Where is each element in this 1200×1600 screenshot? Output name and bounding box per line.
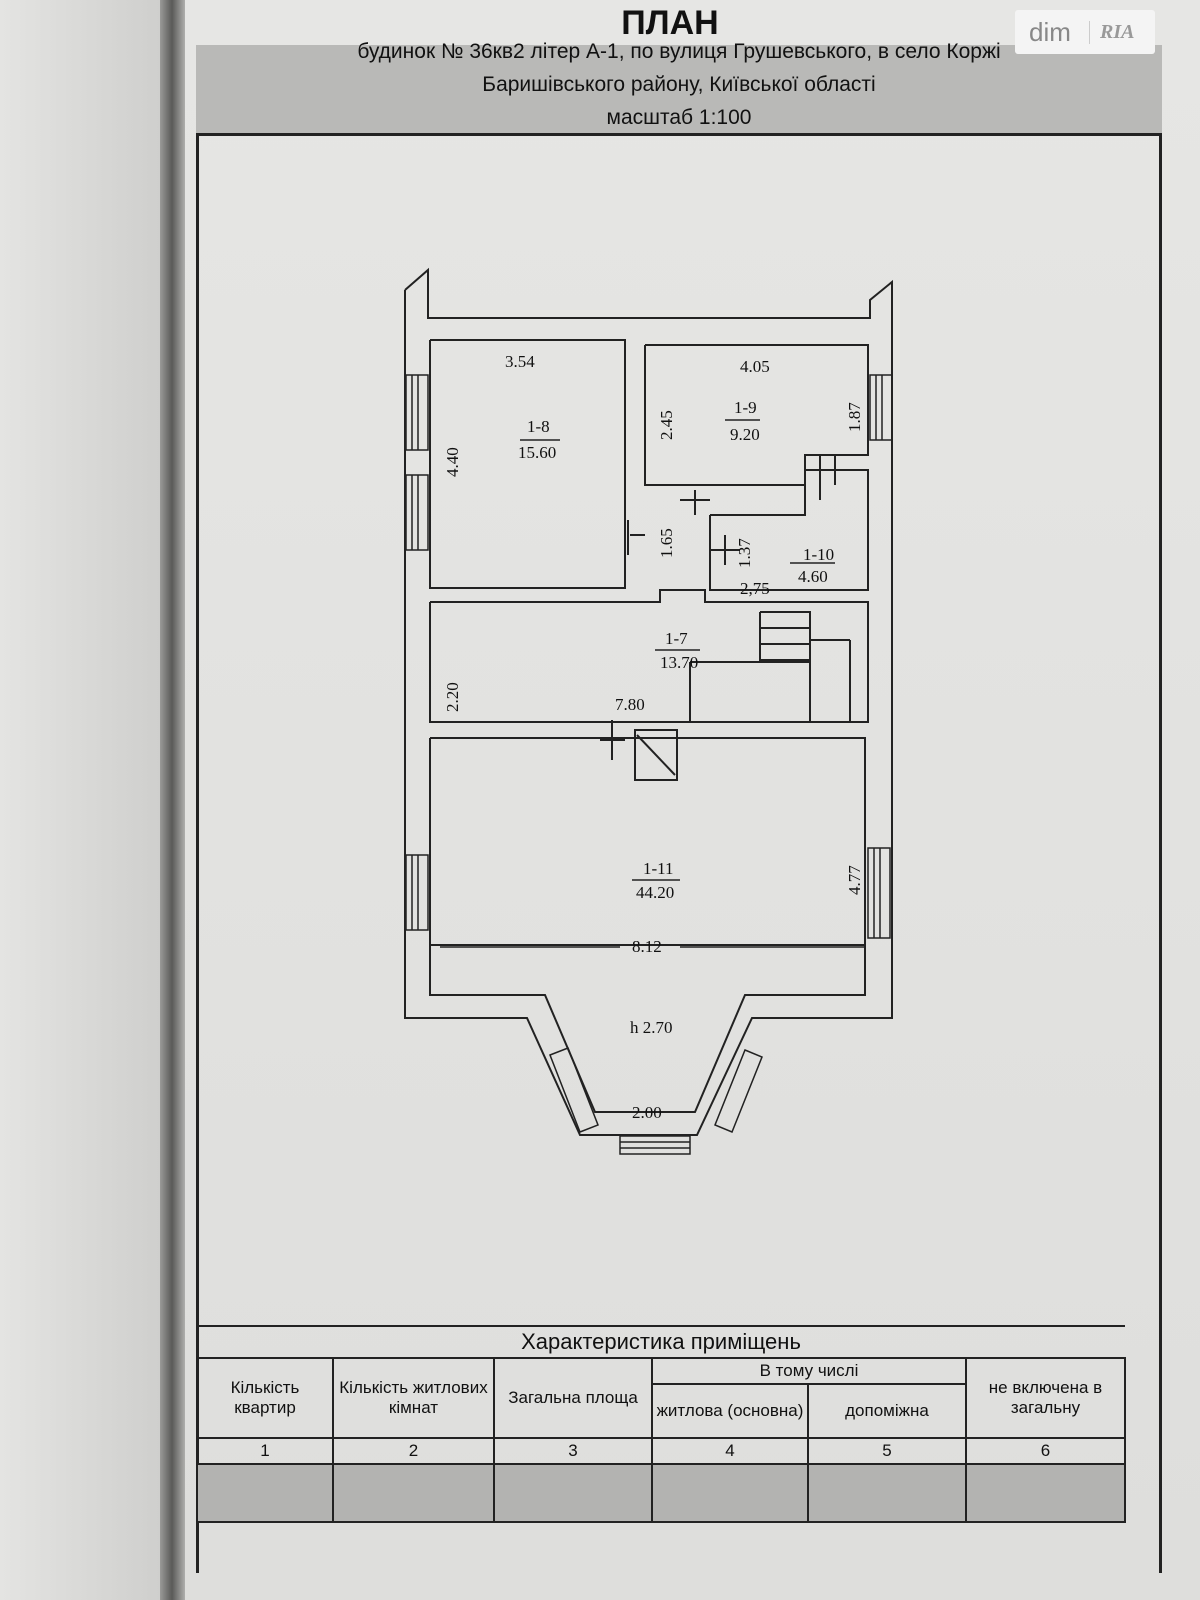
- dimension-lines: [440, 419, 865, 948]
- dim-2-75: 2,75: [740, 579, 770, 598]
- col-number: 2: [332, 1437, 495, 1465]
- windows: [405, 374, 893, 1155]
- col-number: 1: [196, 1437, 334, 1465]
- dimria-logo: dim RIA: [1015, 10, 1155, 54]
- header-band: [196, 45, 1162, 136]
- dim-2-20: 2.20: [443, 682, 462, 712]
- dim-1-87: 1.87: [845, 402, 864, 432]
- dim-8-12: 8.12: [632, 937, 662, 956]
- col-number: 4: [651, 1437, 809, 1465]
- walls: [404, 267, 893, 1136]
- value-cell: [332, 1463, 495, 1523]
- value-cell: [651, 1463, 809, 1523]
- col-living: житлова (основна): [651, 1383, 809, 1439]
- col-total-area: Загальна площа: [493, 1357, 653, 1439]
- col-living-rooms: Кількість житлових кімнат: [332, 1357, 495, 1439]
- scale-label: масштаб 1:100: [606, 106, 752, 129]
- dim-1-37: 1.37: [735, 538, 754, 568]
- col-number: 3: [493, 1437, 653, 1465]
- address-line-1: будинок № 36кв2 літер А-1, по вулиця Гру…: [357, 40, 1001, 63]
- ceiling-height: h 2.70: [630, 1018, 673, 1037]
- dim-4-77: 4.77: [845, 865, 864, 895]
- col-group-including: В тому числі: [651, 1357, 967, 1385]
- room-1-10-area: 4.60: [798, 567, 828, 586]
- col-number: 5: [807, 1437, 967, 1465]
- doors: [600, 490, 790, 760]
- col-number: 6: [965, 1437, 1126, 1465]
- logo-dim: dim: [1029, 16, 1071, 47]
- room-1-7-id: 1-7: [665, 629, 688, 648]
- col-auxiliary: допоміжна: [807, 1383, 967, 1439]
- table-title: Характеристика приміщень: [197, 1325, 1125, 1359]
- room-1-9-id: 1-9: [734, 398, 757, 417]
- address-line-2: Баришівського району, Київської області: [482, 73, 876, 96]
- dim-7-80: 7.80: [615, 695, 645, 714]
- room-1-11-area: 44.20: [636, 883, 674, 902]
- dim-4-05: 4.05: [740, 357, 770, 376]
- dim-3-54: 3.54: [505, 352, 535, 371]
- rooms-characteristics-table: Характеристика приміщень Кількість кварт…: [196, 1325, 1126, 1523]
- col-not-included: не включена в загальну: [965, 1357, 1126, 1439]
- dim-1-65: 1.65: [657, 528, 676, 558]
- dim-2-00: 2.00: [632, 1103, 662, 1122]
- col-apartments: Кількість квартир: [196, 1357, 334, 1439]
- value-cell: [493, 1463, 653, 1523]
- room-1-8-area: 15.60: [518, 443, 556, 462]
- dim-2-45: 2.45: [657, 410, 676, 440]
- value-cell: [965, 1463, 1126, 1523]
- facing-page: [0, 0, 160, 1600]
- plan-title: ПЛАН: [621, 4, 719, 42]
- dim-4-40: 4.40: [443, 447, 462, 477]
- value-cell: [196, 1463, 334, 1523]
- value-cell: [807, 1463, 967, 1523]
- room-1-11-id: 1-11: [643, 859, 674, 878]
- room-1-9-area: 9.20: [730, 425, 760, 444]
- drawing-frame: [196, 133, 1162, 1573]
- room-1-10-id: 1-10: [803, 545, 834, 564]
- logo-ria: RIA: [1089, 20, 1134, 44]
- room-1-7-area: 13.70: [660, 653, 698, 672]
- room-1-8-id: 1-8: [527, 417, 550, 436]
